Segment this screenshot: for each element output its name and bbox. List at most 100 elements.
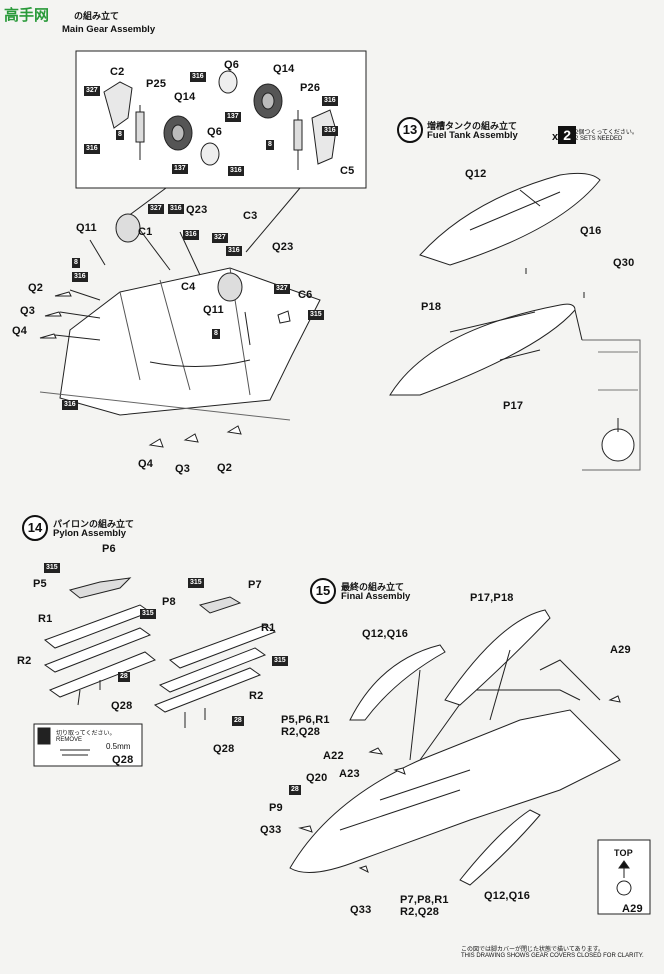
footer-note-en: THIS DRAWING SHOWS GEAR COVERS CLOSED FO… bbox=[461, 953, 644, 959]
footer-note-jp: この図では脚カバーが閉じた状態で描いてあります。 bbox=[461, 947, 605, 953]
label-p7-p8-r1: P7,P8,R1 bbox=[400, 894, 449, 906]
tag-8: 8 bbox=[116, 130, 124, 140]
label-c5: C5 bbox=[340, 165, 355, 177]
label-p17: P17 bbox=[503, 400, 524, 412]
tag-316: 316 bbox=[62, 400, 78, 410]
label-q12-q16-b: Q12,Q16 bbox=[484, 890, 531, 902]
tag-316: 316 bbox=[228, 166, 244, 176]
label-r2-a: R2 bbox=[17, 655, 32, 667]
label-top: TOP bbox=[614, 848, 633, 858]
label-p6: P6 bbox=[102, 543, 116, 555]
tag-28: 28 bbox=[232, 716, 244, 726]
label-q23-b: Q23 bbox=[272, 241, 294, 253]
label-q23-a: Q23 bbox=[186, 204, 208, 216]
label-p7: P7 bbox=[248, 579, 262, 591]
label-p18: P18 bbox=[421, 301, 442, 313]
step14-number: 14 bbox=[22, 515, 48, 541]
label-p5-p6-r1: P5,P6,R1 bbox=[281, 714, 330, 726]
label-r2-q28-b: R2,Q28 bbox=[400, 906, 440, 918]
step14-title-en: Pylon Assembly bbox=[53, 528, 127, 539]
tag-316: 316 bbox=[168, 204, 184, 214]
label-q4-b: Q4 bbox=[138, 458, 154, 470]
tag-327: 327 bbox=[212, 233, 228, 243]
label-c4: C4 bbox=[181, 281, 196, 293]
tag-327: 327 bbox=[84, 86, 100, 96]
label-q6-b: Q6 bbox=[207, 126, 223, 138]
label-c3: C3 bbox=[243, 210, 258, 222]
tag-28: 28 bbox=[289, 785, 301, 795]
label-q2-b: Q2 bbox=[217, 462, 233, 474]
tag-316: 316 bbox=[226, 246, 242, 256]
tag-316: 316 bbox=[84, 144, 100, 154]
tag-315: 315 bbox=[140, 609, 156, 619]
tag-316: 316 bbox=[183, 230, 199, 240]
tag-327: 327 bbox=[274, 284, 290, 294]
label-a29-a: A29 bbox=[610, 644, 631, 656]
label-a22: A22 bbox=[323, 750, 344, 762]
label-q14-b: Q14 bbox=[273, 63, 295, 75]
label-q2-a: Q2 bbox=[28, 282, 44, 294]
label-q16: Q16 bbox=[580, 225, 602, 237]
step14-title-jp: パイロンの組み立て bbox=[53, 519, 135, 529]
label-a29-b: A29 bbox=[622, 903, 643, 915]
tag-316: 316 bbox=[190, 72, 206, 82]
label-q28-a: Q28 bbox=[111, 700, 133, 712]
tag-137: 137 bbox=[225, 112, 241, 122]
tag-137: 137 bbox=[172, 164, 188, 174]
label-q6-a: Q6 bbox=[224, 59, 240, 71]
pylon-right bbox=[153, 596, 277, 728]
tag-28: 28 bbox=[118, 672, 130, 682]
label-q12: Q12 bbox=[465, 168, 487, 180]
label-q3-b: Q3 bbox=[175, 463, 191, 475]
label-q14-a: Q14 bbox=[174, 91, 196, 103]
cut-note-jp: 切り取ってください。 bbox=[56, 731, 116, 737]
label-q12-q16-a: Q12,Q16 bbox=[362, 628, 409, 640]
step15-title-jp: 最終の組み立て bbox=[341, 582, 405, 592]
cut-note-part: Q28 bbox=[112, 754, 134, 766]
label-q33-a: Q33 bbox=[260, 824, 282, 836]
step13-number: 13 bbox=[397, 117, 423, 143]
qty-note-en: 2 SETS NEEDED bbox=[575, 136, 623, 142]
label-q11-b: Q11 bbox=[203, 304, 224, 316]
step13-title-jp: 増槽タンクの組み立て bbox=[427, 121, 518, 131]
label-r1-a: R1 bbox=[38, 613, 53, 625]
step12-title-jp: の組み立て bbox=[74, 11, 120, 21]
label-p26: P26 bbox=[300, 82, 321, 94]
label-q4-a: Q4 bbox=[12, 325, 28, 337]
label-q11-a: Q11 bbox=[76, 222, 97, 234]
pylon-left bbox=[43, 577, 156, 706]
label-c2: C2 bbox=[110, 66, 125, 78]
watermark-logo: 高手网 bbox=[4, 7, 50, 24]
tag-8: 8 bbox=[72, 258, 80, 268]
label-p5: P5 bbox=[33, 578, 47, 590]
step12-title-en: Main Gear Assembly bbox=[62, 24, 156, 35]
tag-327: 327 bbox=[148, 204, 164, 214]
cut-note-dim: 0.5mm bbox=[106, 742, 131, 751]
label-r2-q28-a: R2,Q28 bbox=[281, 726, 321, 738]
tag-8: 8 bbox=[212, 329, 220, 339]
label-p17-p18: P17,P18 bbox=[470, 592, 514, 604]
tag-316: 316 bbox=[72, 272, 88, 282]
tag-315: 315 bbox=[44, 563, 60, 573]
tag-315: 315 bbox=[188, 578, 204, 588]
step15-number: 15 bbox=[310, 578, 336, 604]
tag-316: 316 bbox=[322, 126, 338, 136]
label-q33-b: Q33 bbox=[350, 904, 372, 916]
tag-316: 316 bbox=[322, 96, 338, 106]
label-c1: C1 bbox=[138, 226, 153, 238]
label-r2-b: R2 bbox=[249, 690, 264, 702]
label-q28-b: Q28 bbox=[213, 743, 235, 755]
tag-315: 315 bbox=[272, 656, 288, 666]
tag-8: 8 bbox=[266, 140, 274, 150]
step15-title-en: Final Assembly bbox=[341, 591, 411, 602]
label-q20: Q20 bbox=[306, 772, 328, 784]
label-p9: P9 bbox=[269, 802, 283, 814]
step13-title-en: Fuel Tank Assembly bbox=[427, 130, 518, 141]
label-p8: P8 bbox=[162, 596, 176, 608]
label-c6: C6 bbox=[298, 289, 313, 301]
cut-note-en: REMOVE bbox=[56, 737, 83, 743]
tag-315: 315 bbox=[308, 310, 324, 320]
qty-note-jp: 2個つくってください。 bbox=[575, 130, 638, 136]
